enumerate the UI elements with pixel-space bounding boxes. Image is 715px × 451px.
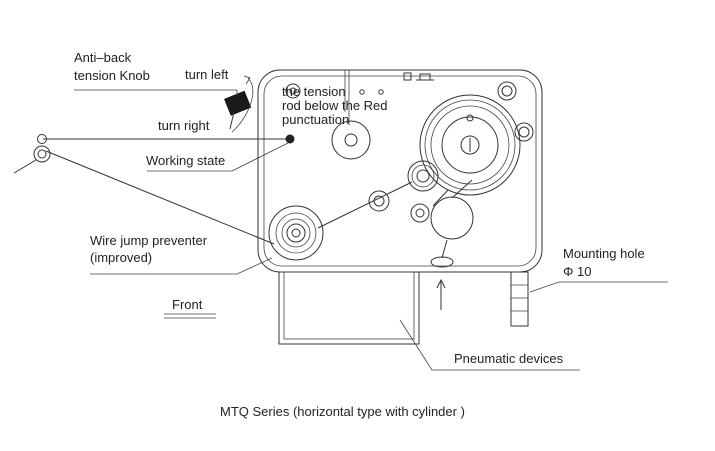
label-wire-jump-2: (improved): [90, 250, 152, 265]
label-working-state: Working state: [146, 153, 225, 168]
label-mounting-hole-1: Mounting hole: [563, 246, 645, 261]
leader-wire-jump: [90, 257, 273, 275]
small-wheel-mid: [410, 203, 430, 223]
main-wheel-ring-1: [424, 99, 516, 191]
guide-wheel-ring: [411, 164, 435, 188]
label-turn-left: turn left: [185, 67, 229, 82]
label-mounting-hole-2: Φ 10: [563, 264, 591, 279]
wire-jump-ring-3: [286, 223, 306, 243]
input-roller-inner: [37, 149, 47, 159]
main-wheel-outer: [419, 94, 521, 196]
wire-jump-ring-2: [281, 218, 311, 248]
tension-rod-lines: [344, 70, 350, 125]
label-tension-rod-2: rod below the Red: [282, 98, 388, 113]
corner-hole-tr: [497, 81, 517, 101]
main-wheel-axle: [460, 135, 480, 155]
main-wheel-ring-2: [430, 105, 510, 185]
mounting-post-threads: [511, 284, 528, 312]
mounting-post: [510, 271, 529, 327]
small-hole-2: [378, 89, 384, 95]
leader-mounting: [529, 281, 668, 293]
small-hole-1: [359, 89, 365, 95]
small-wheel-left: [368, 190, 390, 212]
right-hole-inner: [518, 126, 530, 138]
input-roller-top: [37, 134, 47, 144]
corner-hole-tl: [285, 83, 301, 99]
small-wheel-mid-inner: [415, 208, 425, 218]
pneumatic-arrow: [436, 278, 446, 310]
label-tension-rod-3: punctuation: [282, 112, 349, 127]
guide-wheel-hub: [416, 169, 430, 183]
cylinder-roller: [430, 196, 474, 240]
wire-jump-axle: [291, 228, 301, 238]
label-wire-jump-1: Wire jump preventer: [90, 233, 208, 248]
wire-jump-ring-1: [275, 212, 317, 254]
label-turn-right: turn right: [158, 118, 210, 133]
right-hole: [514, 122, 534, 142]
label-front: Front: [172, 297, 203, 312]
wire-path: [43, 138, 473, 259]
caption: MTQ Series (horizontal type with cylinde…: [220, 404, 465, 419]
top-square-1: [403, 72, 412, 81]
pneumatic-inner: [283, 271, 415, 340]
leader-working-state: [147, 142, 289, 172]
bottom-port: [430, 256, 454, 268]
housing-inner: [263, 75, 537, 267]
tension-rod-wheel: [331, 120, 371, 160]
leader-pneumatic: [399, 319, 580, 371]
wire-jump-wheel: [268, 205, 324, 261]
pneumatic-housing: [278, 271, 420, 345]
corner-hole-tl-inner: [289, 87, 297, 95]
label-anti-back-2: tension Knob: [74, 68, 150, 83]
top-bracket: [416, 73, 434, 81]
corner-hole-tr-inner: [501, 85, 513, 97]
leader-anti-back: [74, 89, 238, 96]
input-roller: [33, 145, 51, 163]
working-state-dot: [285, 134, 295, 144]
main-wheel-dot: [466, 114, 474, 122]
label-tension-rod-1: the tension: [282, 84, 346, 99]
input-wire: [13, 159, 37, 174]
guide-wheel: [407, 160, 439, 192]
small-wheel-left-inner: [373, 195, 385, 207]
anti-back-knob: [224, 75, 254, 133]
front-underline: [164, 313, 216, 319]
main-wheel-hub: [441, 116, 499, 174]
tension-rod-axle: [344, 133, 358, 147]
label-pneumatic: Pneumatic devices: [454, 351, 564, 366]
label-anti-back-1: Anti–back: [74, 50, 132, 65]
